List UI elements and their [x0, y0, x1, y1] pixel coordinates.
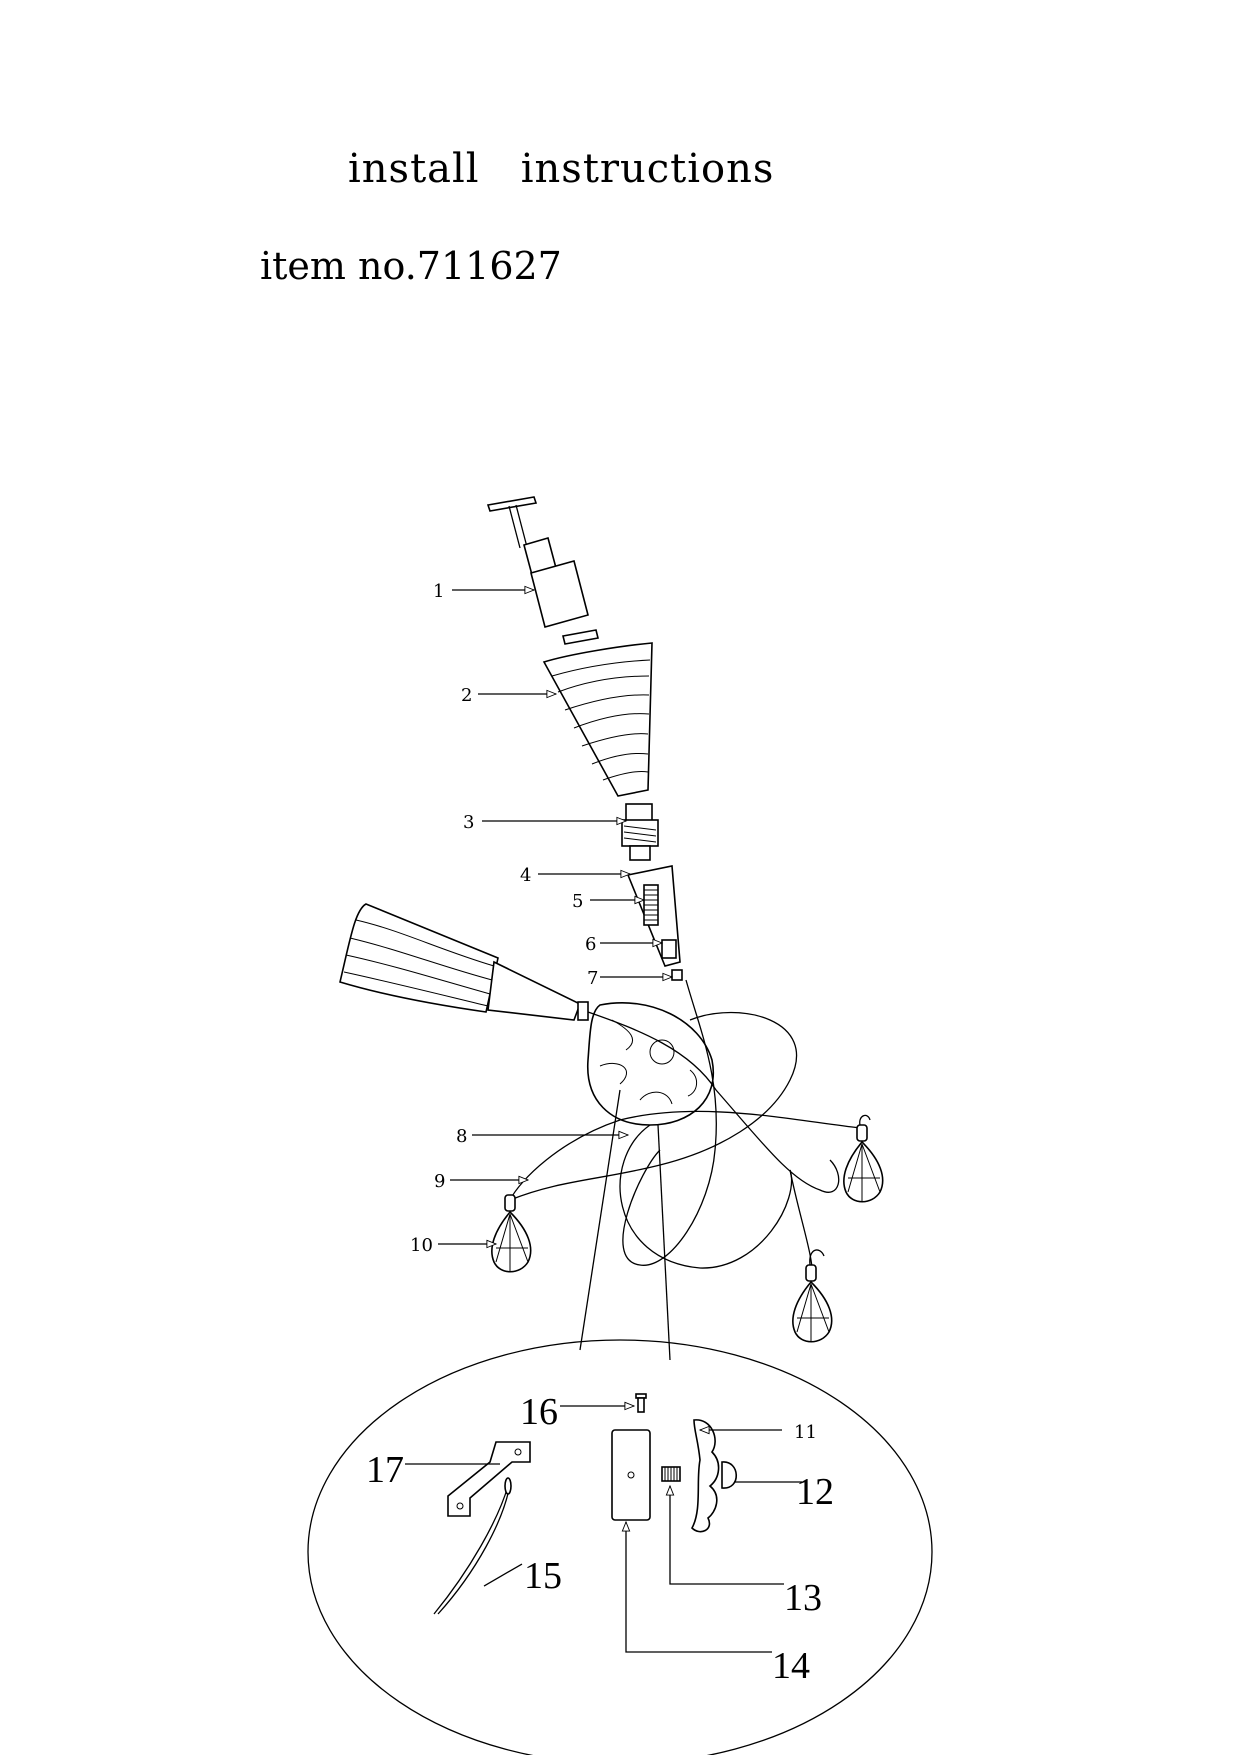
label-part-13: 13: [784, 1577, 822, 1619]
label-part-9: 9: [434, 1171, 445, 1192]
part-4-cup: [626, 865, 681, 967]
label-part-5: 5: [572, 891, 583, 912]
label-part-10: 10: [410, 1235, 433, 1256]
label-part-12: 12: [796, 1471, 834, 1513]
label-part-3: 3: [463, 812, 474, 833]
label-part-7: 7: [587, 968, 598, 989]
part-2-shade: [542, 642, 653, 797]
label-part-6: 6: [585, 934, 596, 955]
part-16-screw: [635, 1393, 647, 1413]
item-number: item no.711627: [260, 244, 562, 288]
label-part-1: 1: [433, 581, 444, 602]
part-8-backplate: [587, 1001, 715, 1126]
part-11-cover: [691, 1419, 720, 1533]
part-10-crystals: [491, 1114, 884, 1343]
label-part-8: 8: [456, 1126, 467, 1147]
label-part-16: 16: [520, 1391, 558, 1433]
part-1-mount: [486, 496, 599, 645]
part-15-wire: [433, 1477, 512, 1615]
left-shade: [339, 903, 589, 1021]
page-title: install instructions: [348, 146, 775, 192]
label-part-15: 15: [524, 1555, 562, 1597]
part-13-nipple: [661, 1466, 681, 1482]
detail-ellipse: [307, 1339, 933, 1755]
part-14-wallplate: [611, 1429, 651, 1521]
label-part-14: 14: [772, 1645, 810, 1687]
detail-leader-right: [657, 1124, 671, 1361]
label-part-11: 11: [794, 1422, 817, 1443]
leader-lines: [405, 585, 802, 1653]
detail-leader-left: [579, 1089, 621, 1351]
part-12-capnut: [721, 1461, 737, 1489]
label-part-4: 4: [520, 865, 531, 886]
part-9-arms: [509, 979, 861, 1281]
label-part-17: 17: [366, 1449, 404, 1491]
part-7-nipple: [671, 969, 683, 981]
label-part-2: 2: [461, 685, 472, 706]
part-3-socket: [621, 803, 659, 861]
part-17-bracket: [447, 1441, 531, 1517]
